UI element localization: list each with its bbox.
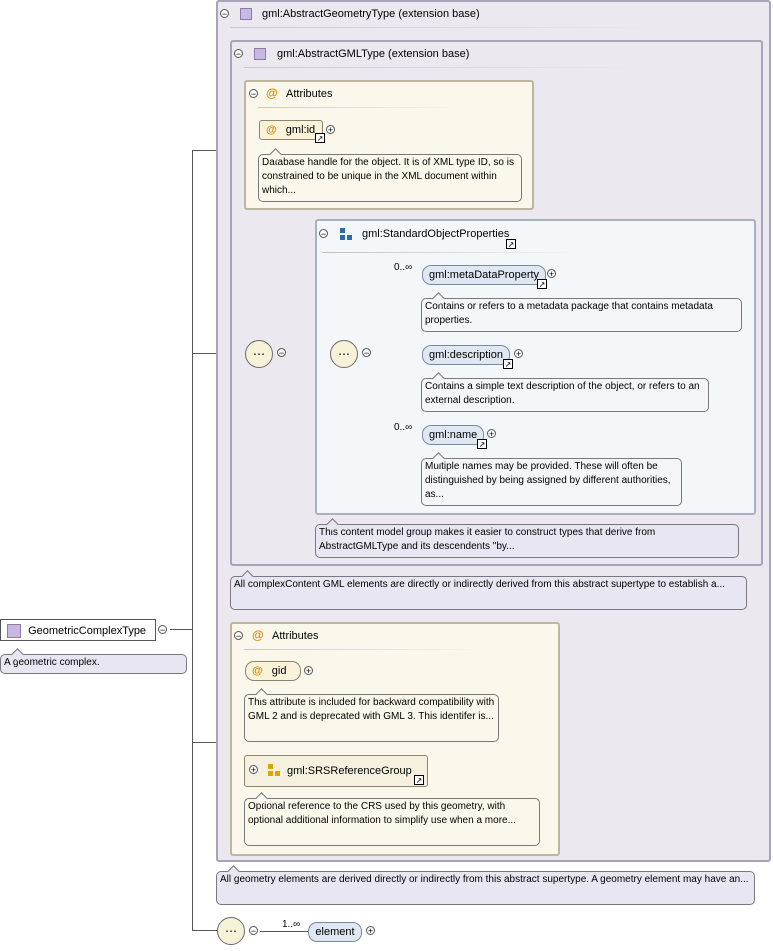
connector-bottom bbox=[192, 930, 217, 931]
gml-ext-note: All complexContent GML elements are dire… bbox=[230, 570, 747, 610]
gid-label: gid bbox=[271, 665, 287, 677]
link-arrow-icon[interactable]: ↗ bbox=[537, 279, 547, 289]
metadata-note: Contains or refers to a metadata package… bbox=[421, 292, 742, 332]
link-arrow-icon[interactable]: ↗ bbox=[506, 239, 516, 249]
name-cardinality: 0..∞ bbox=[394, 422, 413, 433]
bottom-sequence-collapse-icon[interactable]: − bbox=[249, 926, 258, 936]
name-expand-icon[interactable]: + bbox=[487, 429, 496, 439]
at-icon: @ bbox=[252, 628, 264, 642]
sequence-icon[interactable]: ⋯ bbox=[245, 340, 273, 368]
gml-attributes-title: Attributes bbox=[286, 88, 333, 100]
geometry-ext-note-text: All geometry elements are derived direct… bbox=[220, 874, 749, 885]
geometry-ext-collapse-icon[interactable]: − bbox=[220, 9, 229, 19]
geom-attributes-title: Attributes bbox=[272, 630, 319, 642]
srs-expand-icon[interactable]: + bbox=[249, 765, 258, 775]
name-note-text: Multiple names may be provided. These wi… bbox=[425, 461, 671, 500]
gid-expand-icon[interactable]: + bbox=[304, 666, 313, 676]
srs-note: Optional reference to the CRS used by th… bbox=[244, 792, 540, 846]
metadata-cardinality: 0..∞ bbox=[394, 262, 413, 273]
description-expand-icon[interactable]: + bbox=[514, 349, 523, 359]
gml-id-expand-icon[interactable]: + bbox=[326, 125, 335, 135]
gml-ext-title: gml:AbstractGMLType (extension base) bbox=[277, 48, 470, 60]
divider bbox=[230, 27, 660, 28]
geometry-ext-note: All geometry elements are derived direct… bbox=[216, 865, 755, 905]
connector-bottom-elem bbox=[260, 931, 308, 932]
link-arrow-icon[interactable]: ↗ bbox=[477, 439, 487, 449]
gid-note: This attribute is included for backward … bbox=[244, 688, 499, 742]
geom-attributes-collapse-icon[interactable]: − bbox=[234, 631, 243, 641]
metadata-note-text: Contains or refers to a metadata package… bbox=[425, 301, 713, 326]
divider bbox=[244, 649, 484, 650]
connector-trunk bbox=[192, 150, 193, 930]
std-props-note: This content model group makes it easier… bbox=[315, 518, 739, 558]
srs-reference-group[interactable]: gml:SRSReferenceGroup bbox=[244, 755, 428, 787]
gid-attribute[interactable]: @ gid bbox=[245, 661, 301, 681]
gml-ext-note-text: All complexContent GML elements are dire… bbox=[234, 579, 725, 590]
divider bbox=[322, 252, 582, 253]
description-element[interactable]: gml:description bbox=[422, 345, 510, 365]
gml-id-note: Database handle for the object. It is of… bbox=[258, 148, 522, 202]
std-props-note-text: This content model group makes it easier… bbox=[319, 527, 656, 552]
divider bbox=[258, 107, 458, 108]
link-arrow-icon[interactable]: ↗ bbox=[503, 359, 513, 369]
metadata-property-element[interactable]: gml:metaDataProperty bbox=[422, 265, 547, 285]
bottom-element-expand-icon[interactable]: + bbox=[366, 926, 375, 936]
root-type-box[interactable]: GeometricComplexType bbox=[0, 619, 156, 641]
root-type-label: GeometricComplexType bbox=[28, 625, 147, 637]
divider bbox=[244, 67, 644, 68]
sequence-icon[interactable]: ⋯ bbox=[217, 917, 245, 945]
bottom-element[interactable]: element bbox=[308, 922, 362, 942]
gml-id-label: gml:id bbox=[285, 124, 316, 136]
description-note: Contains a simple text description of th… bbox=[421, 372, 709, 412]
std-props-collapse-icon[interactable]: − bbox=[319, 229, 328, 239]
gml-ext-collapse-icon[interactable]: − bbox=[234, 49, 243, 59]
gml-id-note-text: Database handle for the object. It is of… bbox=[262, 157, 514, 196]
gml-attributes-collapse-icon[interactable]: − bbox=[249, 89, 258, 99]
description-note-text: Contains a simple text description of th… bbox=[425, 381, 700, 406]
srs-note-text: Optional reference to the CRS used by th… bbox=[248, 801, 516, 826]
metadata-expand-icon[interactable]: + bbox=[547, 269, 556, 279]
link-arrow-icon[interactable]: ↗ bbox=[414, 775, 424, 785]
gml-id-attribute[interactable]: @ gml:id bbox=[259, 120, 323, 140]
square-type-icon bbox=[7, 624, 21, 639]
bottom-cardinality: 1..∞ bbox=[282, 919, 301, 930]
name-element[interactable]: gml:name bbox=[422, 425, 485, 445]
group-icon bbox=[340, 228, 352, 240]
connector-root bbox=[170, 629, 192, 630]
sequence-icon[interactable]: ⋯ bbox=[330, 340, 358, 368]
square-type-icon bbox=[254, 48, 266, 60]
at-icon: @ bbox=[266, 86, 278, 100]
name-note: Multiple names may be provided. These wi… bbox=[421, 452, 682, 506]
root-note: A geometric complex. bbox=[0, 648, 187, 674]
inner-sequence-collapse-icon[interactable]: − bbox=[362, 348, 371, 358]
root-collapse-icon[interactable]: − bbox=[158, 625, 167, 635]
group-icon bbox=[268, 764, 280, 776]
square-type-icon bbox=[240, 8, 252, 20]
at-icon: @ bbox=[266, 124, 277, 136]
at-icon: @ bbox=[252, 665, 263, 677]
link-arrow-icon[interactable]: ↗ bbox=[315, 133, 325, 143]
gid-note-text: This attribute is included for backward … bbox=[248, 697, 495, 722]
geometry-ext-title: gml:AbstractGeometryType (extension base… bbox=[262, 8, 480, 20]
std-props-title: gml:StandardObjectProperties bbox=[362, 228, 510, 240]
sequence-collapse-icon[interactable]: − bbox=[277, 348, 286, 358]
srs-label: gml:SRSReferenceGroup bbox=[287, 765, 412, 777]
root-note-text: A geometric complex. bbox=[4, 657, 100, 668]
